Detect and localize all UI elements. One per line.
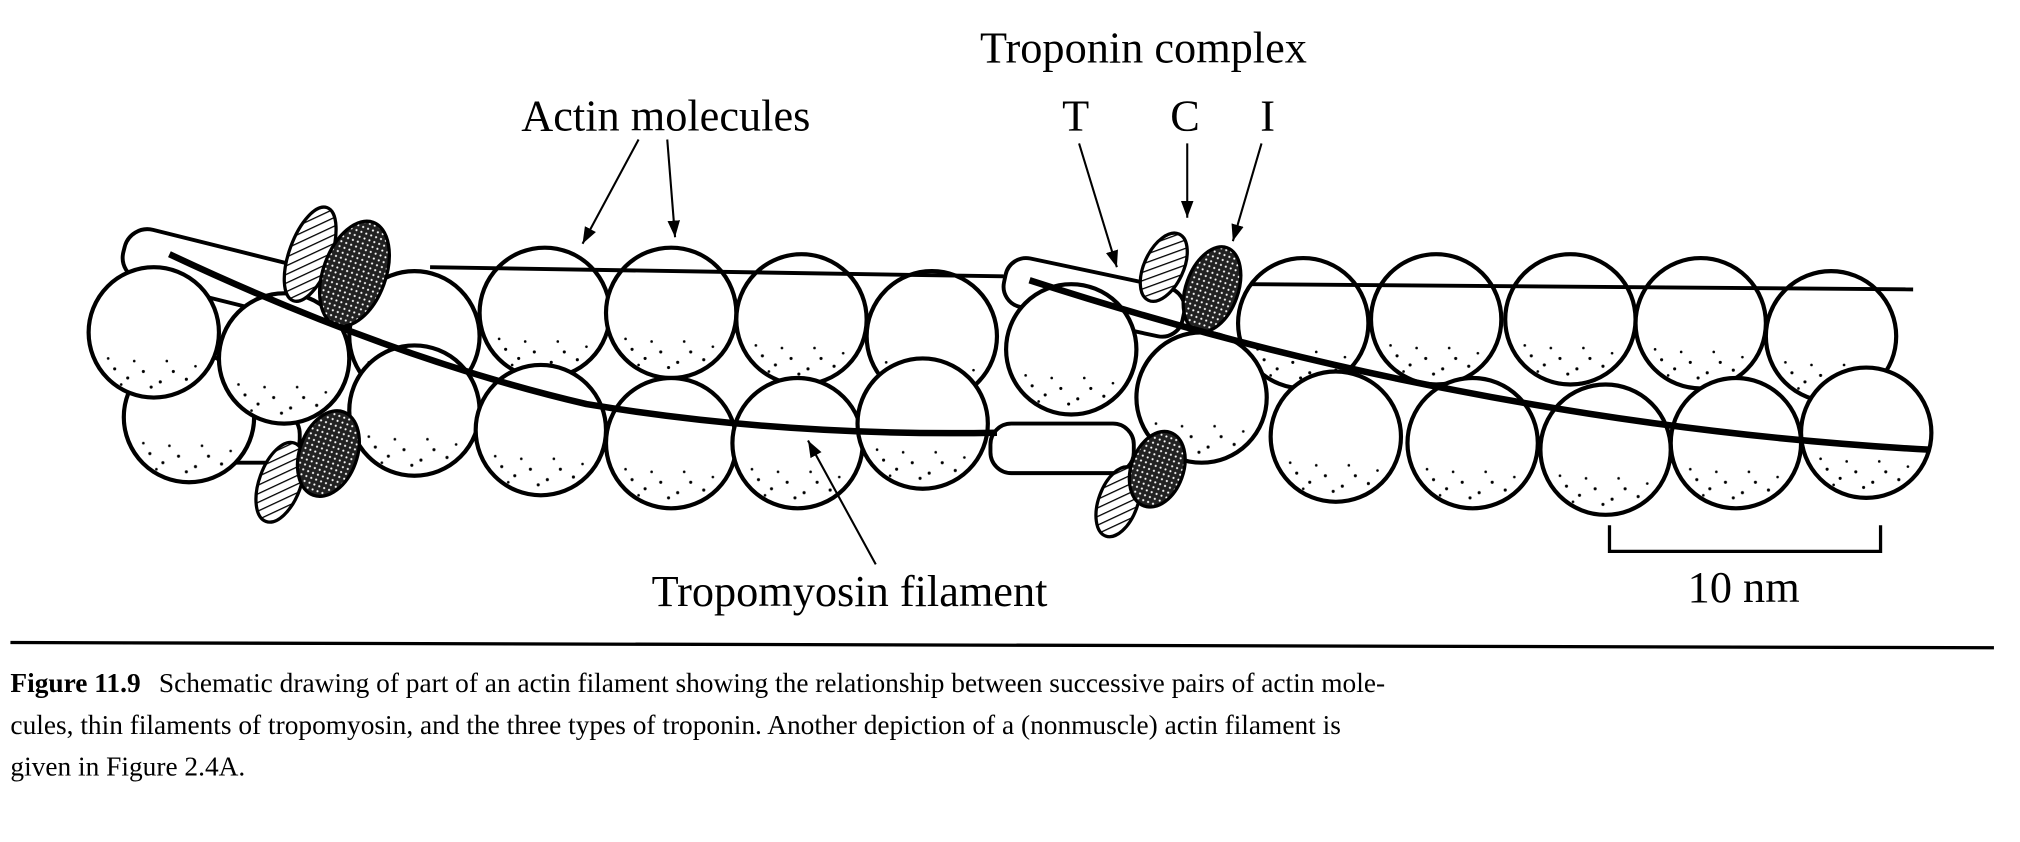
label-troponin-i: I — [1260, 91, 1275, 140]
label-troponin-complex: Troponin complex — [980, 24, 1307, 73]
caption-rule — [10, 640, 1994, 650]
label-troponin-t: T — [1062, 91, 1089, 140]
figure-caption: Figure 11.9 Schematic drawing of part of … — [10, 668, 1385, 781]
arrow-troponin-t — [1078, 143, 1118, 268]
scale-bar — [1607, 525, 1883, 553]
label-tropomyosin-filament: Tropomyosin filament — [652, 567, 1049, 616]
tropomyosin-filaments — [168, 251, 1929, 453]
arrow-troponin-i — [1231, 143, 1263, 242]
label-troponin-c: C — [1170, 91, 1200, 140]
troponin-complexes — [254, 205, 1243, 539]
caption-line-1: Schematic drawing of part of an actin fi… — [159, 668, 1385, 698]
caption-line-2: cules, thin filaments of tropomyosin, an… — [10, 710, 1340, 740]
arrow-actin-1 — [581, 139, 640, 245]
arrow-actin-2 — [666, 139, 680, 238]
label-actin-molecules: Actin molecules — [521, 91, 810, 140]
caption-line-3: given in Figure 2.4A. — [10, 751, 245, 781]
actin-molecules — [86, 227, 1934, 517]
caption-number: Figure 11.9 — [10, 668, 140, 698]
scale-bar-label: 10 nm — [1688, 563, 1800, 612]
arrow-tropomyosin — [807, 440, 877, 565]
